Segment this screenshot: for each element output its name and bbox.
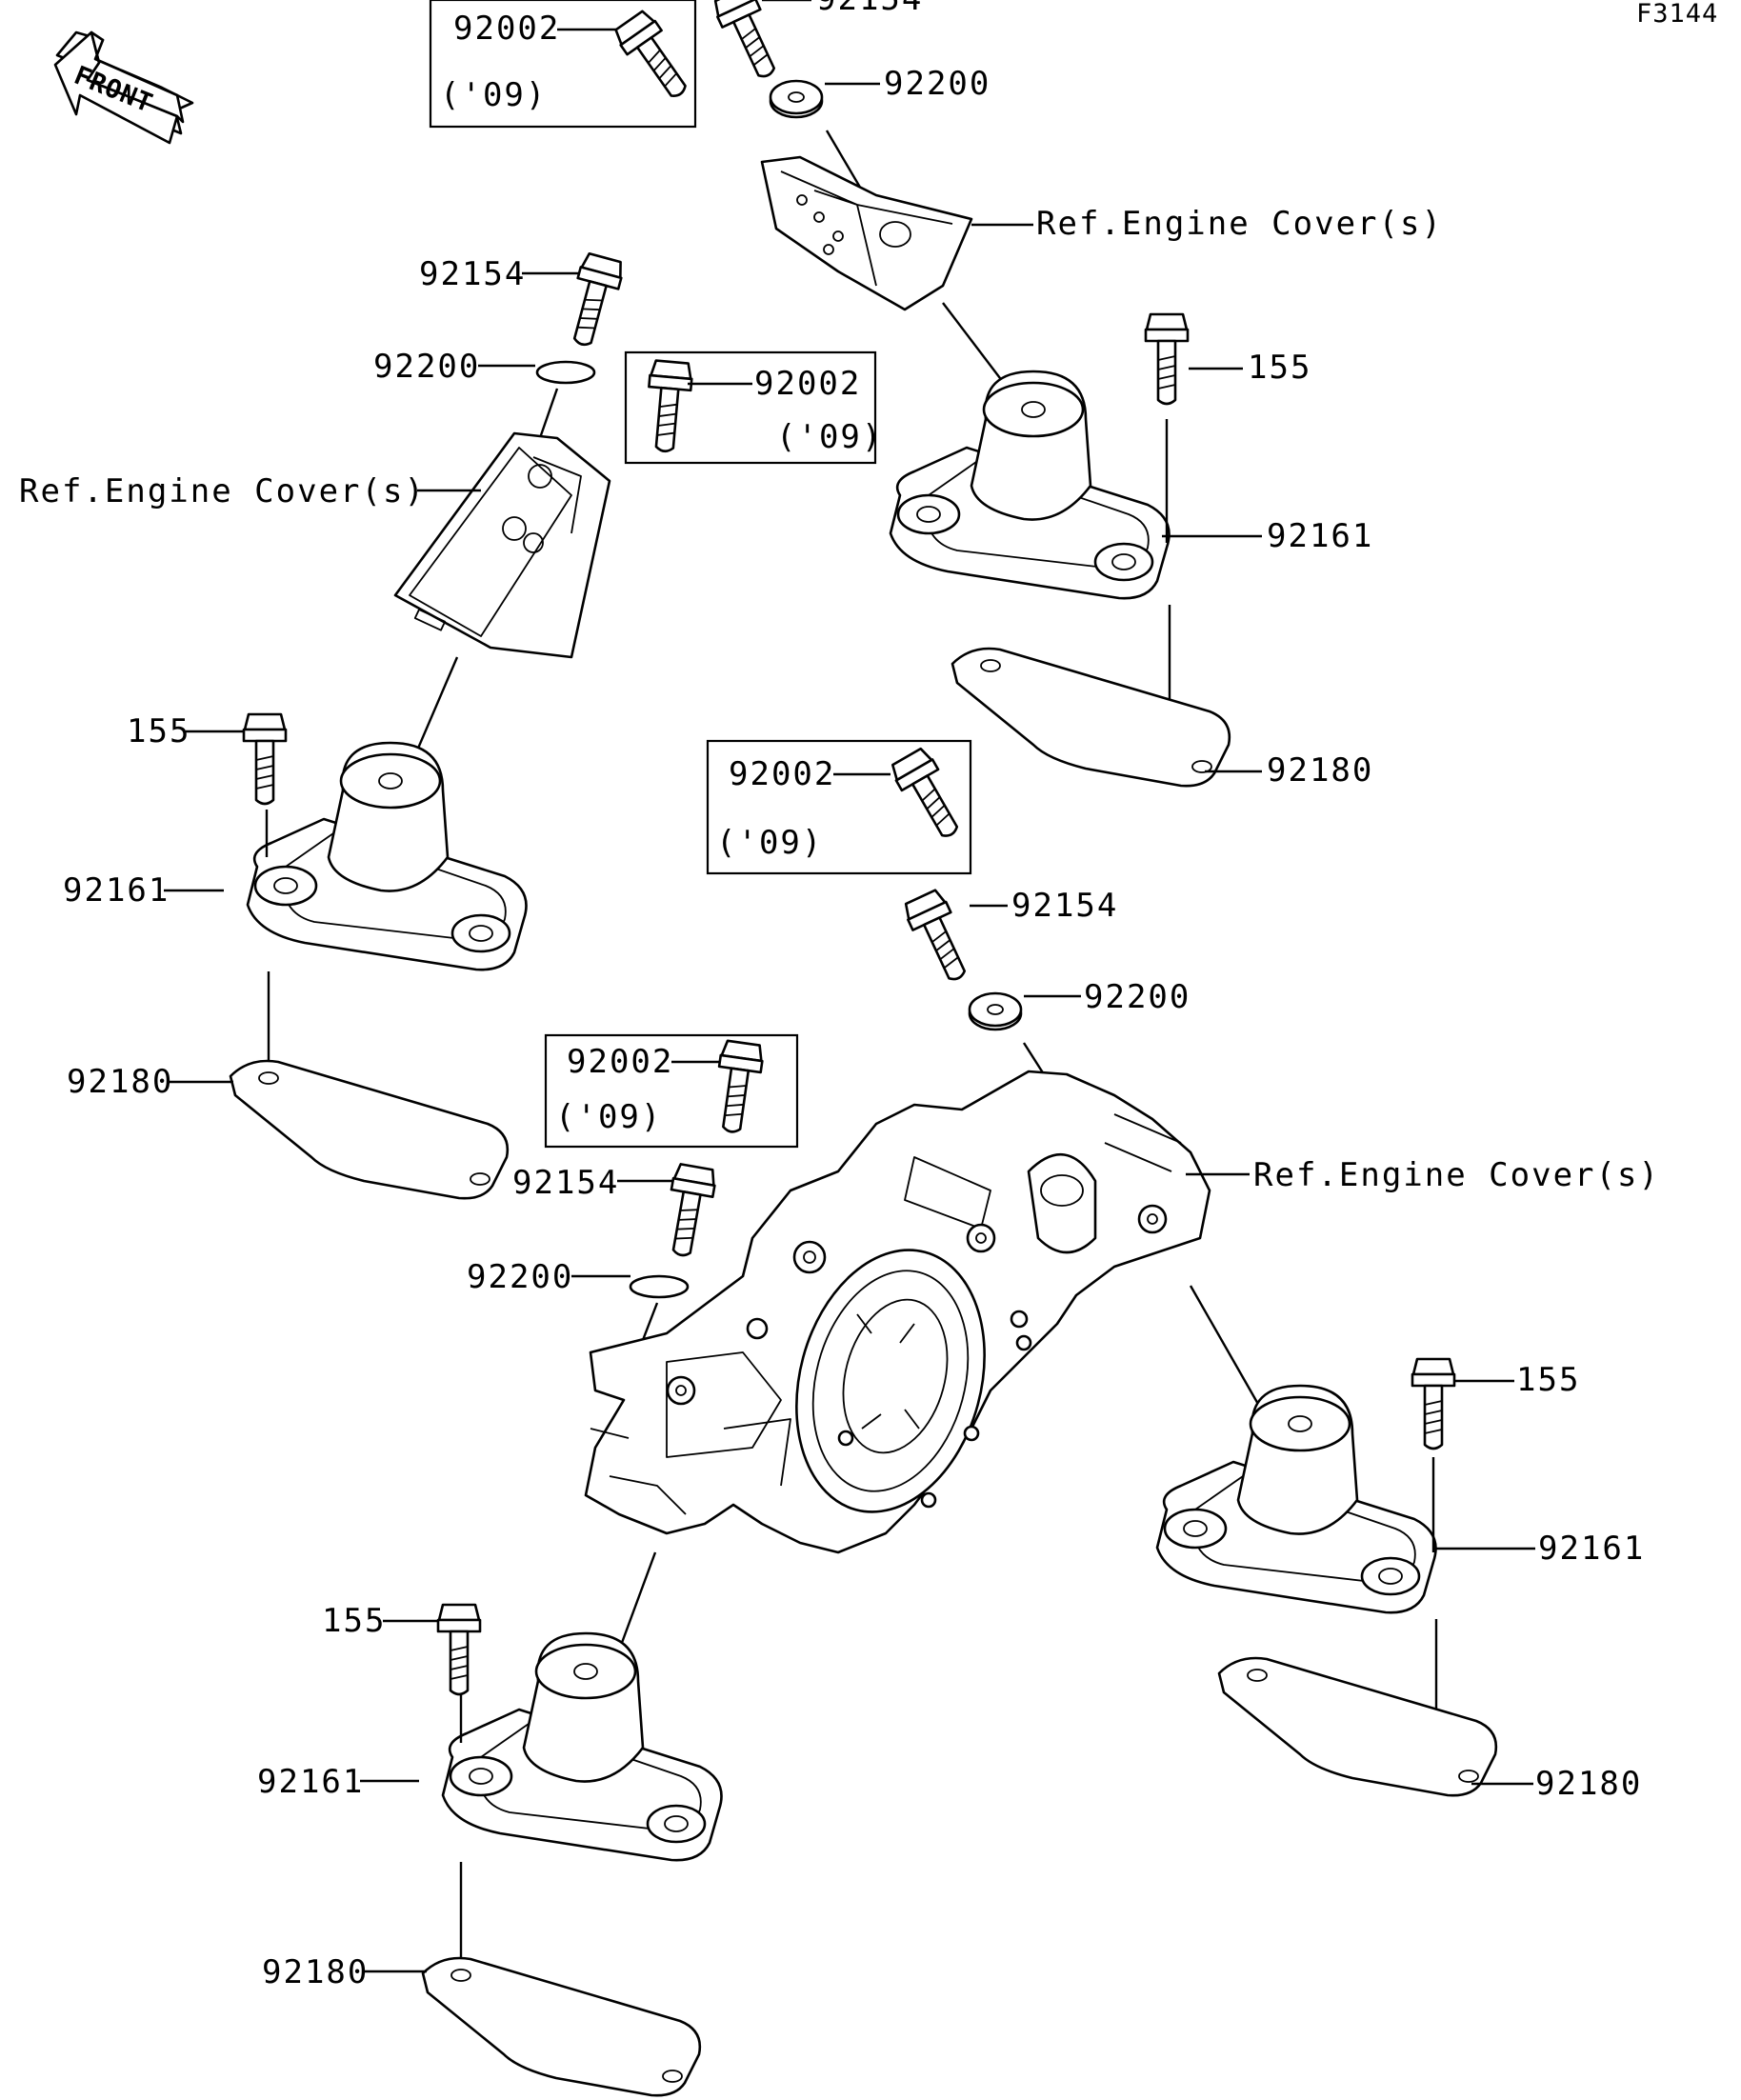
- part-number-155: 155: [1516, 1361, 1580, 1399]
- part-number-155: 155: [1248, 349, 1311, 387]
- shim-92180-top-right: 92180: [951, 605, 1373, 790]
- ref-engine-cover-label: Ref.Engine Cover(s): [19, 472, 426, 510]
- bolt-155-left: 155: [127, 712, 288, 857]
- part-number-92154: 92154: [419, 255, 526, 293]
- part-number-92161: 92161: [63, 871, 170, 910]
- year-note: ('09): [716, 824, 823, 862]
- engine-mount-92161-top-right: 92161: [889, 370, 1373, 600]
- part-number-92161: 92161: [1267, 517, 1373, 555]
- year-note: ('09): [555, 1098, 662, 1136]
- part-number-92200: 92200: [373, 348, 480, 386]
- washer-92200-left: 92200: [373, 348, 596, 458]
- part-number-92161: 92161: [1538, 1530, 1645, 1568]
- part-number-92002: 92002: [754, 365, 861, 403]
- shim-92180-left: 92180: [67, 971, 510, 1200]
- part-number-92200: 92200: [467, 1258, 573, 1296]
- part-number-92161: 92161: [257, 1763, 364, 1801]
- callout-box-92002-center: 92002 ('09): [706, 739, 972, 875]
- year-note: ('09): [776, 418, 883, 456]
- engine-mount-92161-lower-right: 92161: [1155, 1384, 1645, 1614]
- engine-cover-bracket-top-right: Ref.Engine Cover(s): [760, 155, 1443, 410]
- part-number-92002: 92002: [453, 10, 560, 48]
- part-number-155: 155: [322, 1602, 386, 1640]
- part-number-92180: 92180: [1267, 751, 1373, 790]
- part-number-92154: 92154: [512, 1164, 619, 1202]
- part-number-92002: 92002: [729, 755, 835, 793]
- bolt-92154-lower: 92154: [512, 1162, 719, 1260]
- bolt-155-lower-left: 155: [322, 1602, 482, 1743]
- part-number-92180: 92180: [67, 1063, 173, 1101]
- bolt-92154-top: 92154: [710, 0, 923, 86]
- washer-92200-lower: 92200: [467, 1258, 690, 1353]
- engine-mount-92161-left: 92161: [63, 741, 528, 971]
- engine-mount-92161-lower-left: 92161: [257, 1631, 723, 1862]
- bolt-155-lower-right: 155: [1411, 1357, 1580, 1552]
- callout-box-92002-top: 92002 ('09): [429, 0, 699, 129]
- bolt-92154-center: 92154: [900, 887, 1118, 989]
- washer-92200-top: 92200: [769, 65, 991, 191]
- part-number-92200: 92200: [1084, 978, 1191, 1016]
- engine-cover-bracket-left: Ref.Engine Cover(s): [19, 431, 611, 791]
- shim-92180-lower-left: 92180: [262, 1862, 702, 2097]
- year-note: ('09): [440, 76, 547, 114]
- callout-box-92002-middle: 92002 ('09): [624, 350, 883, 465]
- bolt-155-top-right: 155: [1144, 312, 1311, 543]
- bolt-92154-left: 92154: [419, 250, 627, 351]
- part-number-92200: 92200: [884, 65, 991, 103]
- callout-box-92002-lower: 92002 ('09): [544, 1033, 799, 1149]
- front-arrow-icon: FRONT: [53, 30, 194, 145]
- part-number-92154: 92154: [1011, 887, 1118, 925]
- figure-code: F3144: [1636, 0, 1718, 29]
- engine-case: Ref.Engine Cover(s): [584, 1070, 1660, 1677]
- part-number-92180: 92180: [1535, 1765, 1642, 1803]
- part-number-92180: 92180: [262, 1953, 369, 1991]
- ref-engine-cover-label: Ref.Engine Cover(s): [1253, 1156, 1660, 1194]
- part-number-155: 155: [127, 712, 190, 750]
- shim-92180-lower-right: 92180: [1217, 1619, 1642, 1803]
- part-number-92154: 92154: [816, 0, 923, 18]
- ref-engine-cover-label: Ref.Engine Cover(s): [1036, 205, 1443, 243]
- part-number-92002: 92002: [567, 1043, 673, 1081]
